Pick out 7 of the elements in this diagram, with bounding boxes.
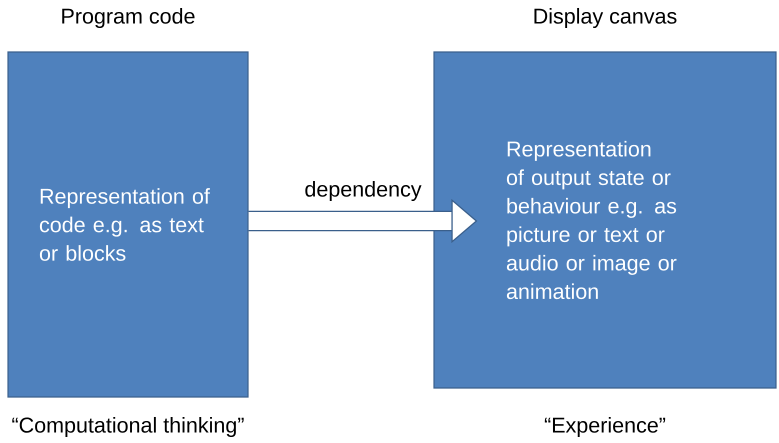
body-text: Representation of output state or behaviour e.g. as picture or text or audio or image or animation [506,140,676,300]
heading: Display canvas [534,8,676,28]
body-text: Representation of code e.g. as text or blocks [40,188,210,261]
heading: Program code [62,8,195,28]
node-label: “Experience” [544,416,666,438]
edge-label: dependency [305,180,422,202]
node-label: “Computational thinking” [12,416,244,438]
